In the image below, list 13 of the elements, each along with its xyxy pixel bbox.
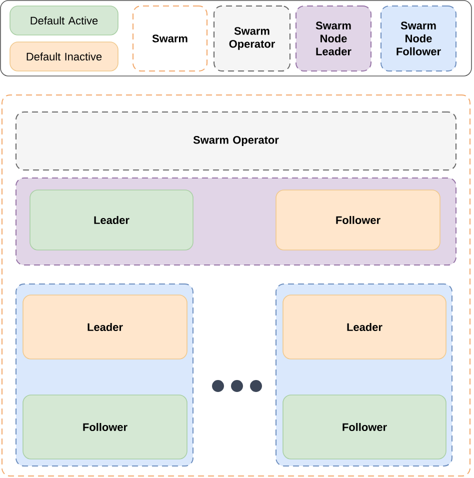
status-box: Follower [22, 394, 188, 460]
status-box: Leader [22, 294, 188, 360]
operator-box: Swarm Operator [214, 6, 290, 72]
status-box: Default Active [10, 6, 118, 36]
group-box: Swarm Node Follower [380, 6, 456, 72]
status-box: Follower [276, 190, 440, 250]
group-box: Swarm Node Leader [296, 6, 372, 72]
operator-box: Swarm Operator [16, 112, 456, 170]
group-box: Swarm [132, 6, 208, 72]
status-box: Leader [282, 294, 446, 360]
status-box: Leader [30, 190, 194, 250]
status-box: Follower [282, 394, 446, 460]
status-box: Default Inactive [10, 42, 118, 72]
